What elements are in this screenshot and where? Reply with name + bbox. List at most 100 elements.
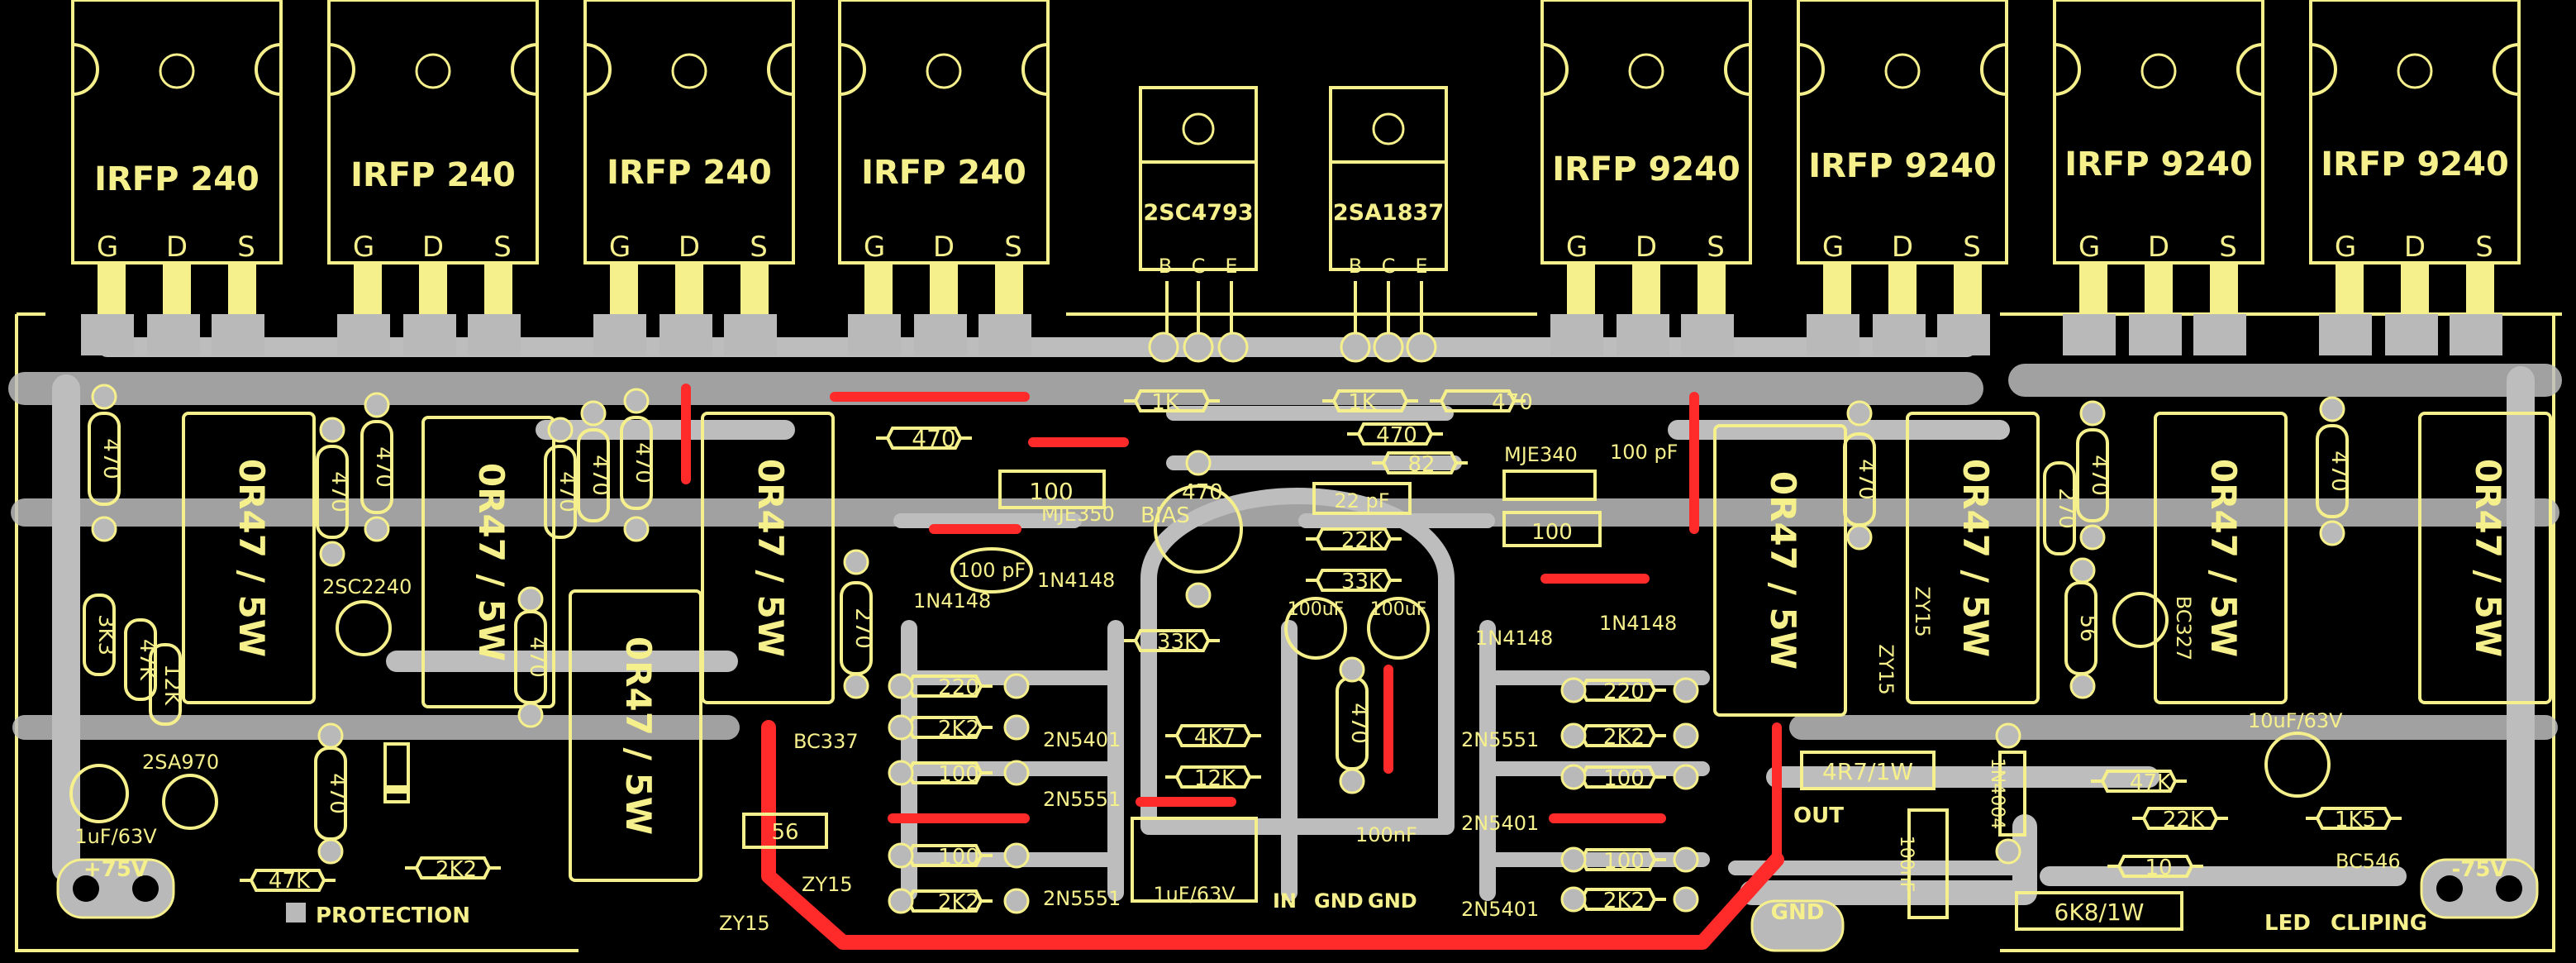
svg-text:22K: 22K	[2163, 808, 2205, 832]
svg-text:S: S	[750, 231, 768, 264]
svg-text:D: D	[679, 231, 700, 264]
svg-text:100: 100	[1603, 766, 1645, 791]
svg-text:1N4148: 1N4148	[1475, 627, 1553, 650]
svg-text:IRFP 9240: IRFP 9240	[2064, 145, 2253, 184]
svg-text:IRFP 240: IRFP 240	[607, 154, 772, 192]
svg-text:MJE340: MJE340	[1504, 443, 1578, 466]
svg-text:10uF/63V: 10uF/63V	[2248, 709, 2343, 732]
mosfet-irfp240-3: IRFP 240 G D S	[583, 0, 795, 316]
svg-text:470: 470	[631, 442, 655, 484]
svg-text:IRFP 9240: IRFP 9240	[2321, 145, 2509, 184]
svg-text:33K: 33K	[1157, 630, 1199, 655]
svg-text:D: D	[2404, 231, 2426, 264]
svg-text:G: G	[609, 231, 631, 264]
svg-text:270: 270	[850, 608, 875, 649]
svg-text:2SA970: 2SA970	[142, 751, 219, 774]
svg-text:4K7: 4K7	[1194, 725, 1236, 750]
svg-text:D: D	[1892, 231, 1913, 264]
mosfet-irfp9240-2: IRFP 9240 G D S	[1797, 0, 2008, 316]
svg-text:56: 56	[771, 820, 798, 845]
svg-text:2N5401: 2N5401	[1043, 728, 1121, 751]
svg-text:0R47 / 5W: 0R47 / 5W	[1763, 471, 1803, 670]
svg-text:C: C	[1382, 255, 1396, 278]
center-right-parts: 1K 470 82 470 22 pF 22K 33K 100uF 100uF …	[1284, 389, 1678, 921]
svg-text:D: D	[422, 231, 444, 264]
svg-text:470: 470	[371, 446, 396, 488]
svg-text:100: 100	[1531, 520, 1573, 545]
output-area: 4R7/1W OUT 100nF GND 1N4004 47K 22K 10 6…	[1750, 709, 2539, 952]
svg-text:470: 470	[326, 471, 351, 512]
svg-text:0R47 / 5W: 0R47 / 5W	[2203, 459, 2244, 657]
power-resistor-1: 0R47 / 5W	[182, 412, 316, 704]
svg-text:IRFP 9240: IRFP 9240	[1552, 150, 1740, 188]
svg-text:ZY15: ZY15	[719, 912, 770, 935]
copper-traces	[8, 337, 2562, 905]
svg-text:C: C	[1192, 255, 1206, 278]
svg-text:ZY15: ZY15	[1911, 586, 1934, 637]
svg-text:220: 220	[938, 675, 979, 700]
svg-text:100 pF: 100 pF	[958, 559, 1026, 582]
mosfet-irfp9240-3: IRFP 9240 G D S	[2053, 0, 2264, 316]
svg-text:0R47 / 5W: 0R47 / 5W	[750, 459, 791, 657]
svg-text:IN: IN	[1273, 889, 1297, 913]
svg-text:BIAS: BIAS	[1140, 503, 1190, 528]
svg-text:0R47 / 5W: 0R47 / 5W	[1955, 459, 1996, 657]
driver-pads	[1148, 331, 1437, 363]
svg-text:100nF: 100nF	[1355, 823, 1417, 846]
svg-text:1K: 1K	[1348, 390, 1377, 415]
svg-text:2SC2240: 2SC2240	[322, 575, 412, 598]
svg-text:BC327: BC327	[2172, 596, 2195, 661]
svg-text:470: 470	[525, 636, 550, 678]
label-protection: PROTECTION	[286, 903, 470, 928]
svg-text:D: D	[2148, 231, 2169, 264]
svg-text:2SA1837: 2SA1837	[1333, 200, 1444, 226]
svg-text:22 pF: 22 pF	[1334, 489, 1389, 512]
svg-text:47K: 47K	[269, 869, 311, 894]
power-resistor-2: 0R47 / 5W	[421, 416, 555, 708]
svg-text:470: 470	[1854, 459, 1878, 500]
svg-text:470: 470	[912, 425, 955, 452]
svg-text:1uF/63V: 1uF/63V	[1153, 883, 1236, 906]
svg-text:IRFP 240: IRFP 240	[94, 160, 260, 198]
mosfet-irfp240-1: IRFP 240 G D S	[71, 0, 283, 316]
svg-text:2N5551: 2N5551	[1461, 728, 1539, 751]
svg-text:100uF: 100uF	[1288, 599, 1345, 620]
svg-text:OUT: OUT	[1793, 803, 1844, 828]
svg-text:470: 470	[325, 773, 350, 814]
svg-text:1N4148: 1N4148	[1037, 569, 1115, 592]
svg-text:10: 10	[2145, 856, 2172, 880]
svg-text:47K: 47K	[135, 639, 160, 681]
svg-text:1N4148: 1N4148	[1599, 612, 1677, 635]
svg-text:E: E	[1415, 255, 1427, 278]
svg-text:12K: 12K	[160, 664, 184, 706]
svg-text:G: G	[97, 231, 118, 264]
svg-text:6K8/1W: 6K8/1W	[2055, 899, 2145, 926]
svg-text:PROTECTION: PROTECTION	[316, 903, 470, 928]
svg-text:B: B	[1159, 255, 1172, 278]
svg-text:S: S	[237, 231, 255, 264]
svg-text:470: 470	[2326, 451, 2351, 492]
svg-text:470: 470	[1346, 703, 1371, 744]
svg-text:G: G	[1822, 231, 1844, 264]
power-resistor-7: 0R47 / 5W	[2154, 412, 2288, 704]
svg-text:2K2: 2K2	[938, 890, 979, 915]
svg-text:S: S	[493, 231, 512, 264]
svg-text:100nF: 100nF	[1896, 836, 1917, 893]
svg-text:S: S	[1963, 231, 1981, 264]
terminal-plus75: +75V	[56, 857, 175, 919]
svg-text:470: 470	[2087, 455, 2112, 496]
svg-text:S: S	[1707, 231, 1725, 264]
svg-text:GND: GND	[1368, 889, 1417, 913]
svg-text:100: 100	[938, 762, 979, 787]
svg-text:E: E	[1225, 255, 1237, 278]
svg-text:33K: 33K	[1341, 570, 1383, 594]
svg-text:1uF/63V: 1uF/63V	[74, 825, 157, 848]
svg-text:CLIPING: CLIPING	[2331, 911, 2427, 936]
svg-text:2N5551: 2N5551	[1043, 788, 1121, 811]
svg-text:S: S	[1004, 231, 1022, 264]
svg-text:3K3: 3K3	[93, 614, 118, 656]
svg-text:B: B	[1349, 255, 1362, 278]
svg-text:2K2: 2K2	[1603, 725, 1645, 750]
power-resistor-6: 0R47 / 5W	[1906, 412, 2040, 704]
